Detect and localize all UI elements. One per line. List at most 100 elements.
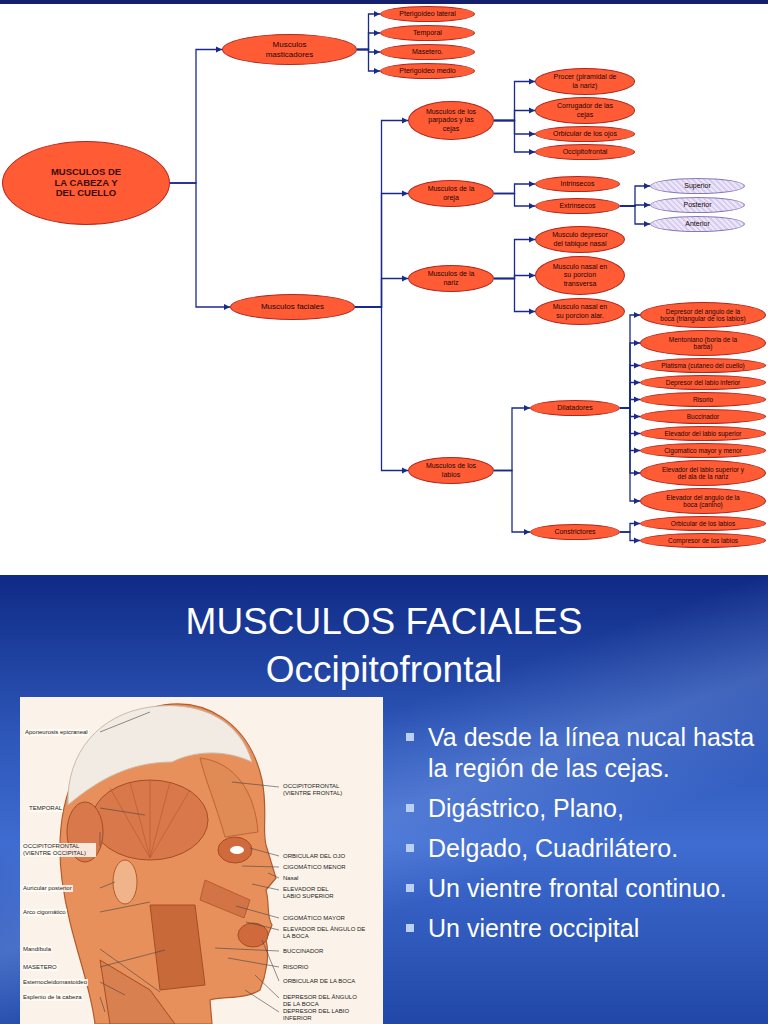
anatomy-label: Auricular posterior bbox=[22, 885, 73, 892]
tree-connector bbox=[355, 194, 408, 308]
tree-connector bbox=[620, 186, 650, 206]
branch-ellipse: Mentoniano (borla de la barba) bbox=[640, 330, 766, 356]
branch-ellipse: Depresor del labio inferior bbox=[640, 375, 766, 390]
temporal-muscle bbox=[92, 780, 208, 860]
branch-ellipse: Corrugador de las cejas bbox=[535, 97, 635, 124]
anatomy-label: DEPRESOR DEL LABIO INFERIOR bbox=[283, 1008, 363, 1022]
anatomy-label: CIGOMÁTICO MENOR bbox=[283, 864, 346, 871]
tree-connector bbox=[494, 194, 535, 207]
node-label: Dilatadores bbox=[557, 404, 592, 412]
node-label: Risorio bbox=[693, 396, 713, 403]
branch-ellipse: Musculos de los labios bbox=[408, 457, 494, 484]
node-label: Cigomatico mayor y menor bbox=[664, 447, 742, 454]
slide-subtitle: Occipitofrontal bbox=[0, 646, 768, 694]
tree-connector bbox=[620, 343, 640, 408]
neck-muscles bbox=[100, 960, 175, 1024]
tree-connector bbox=[355, 307, 408, 471]
branch-ellipse: Occipitofrontal bbox=[535, 144, 635, 160]
leader-lines bbox=[100, 712, 279, 1012]
eye bbox=[230, 846, 244, 854]
branch-ellipse: Orbicular de los ojos bbox=[535, 126, 635, 142]
branch-ellipse: Constrictores bbox=[530, 524, 620, 540]
tree-connector bbox=[620, 408, 640, 501]
anatomy-label: Nasal bbox=[283, 875, 298, 882]
anatomy-label: Esternocleidomastoideo bbox=[22, 979, 88, 986]
branch-ellipse: Orbicular de los labios bbox=[640, 516, 766, 531]
node-label: Occipitofrontal bbox=[563, 148, 608, 156]
node-label: Masetero. bbox=[412, 48, 443, 56]
anatomy-label: CIGOMÁTICO MAYOR bbox=[283, 915, 345, 922]
branch-ellipse: Temporal bbox=[380, 25, 475, 41]
anatomy-label: DEPRESOR DEL ÁNGULO DE LA BOCA bbox=[283, 994, 363, 1008]
anatomy-label: Esplenio de la cabeza bbox=[22, 994, 83, 1001]
top-bar bbox=[0, 0, 768, 4]
anatomy-label: ORBICULAR DEL OJO bbox=[283, 853, 345, 860]
anatomy-label: Arco cigomático bbox=[22, 909, 67, 916]
anatomy-label: OCCIPITOFRONTAL (VIENTRE FRONTAL) bbox=[283, 783, 358, 797]
tree-connector bbox=[494, 82, 535, 121]
tree-connector bbox=[357, 33, 380, 50]
anatomy-label: TEMPORAL bbox=[28, 805, 63, 812]
branch-ellipse: Superior bbox=[650, 178, 745, 194]
branch-ellipse: Musculos faciales bbox=[230, 294, 355, 320]
tree-connector bbox=[494, 111, 535, 121]
ear bbox=[113, 860, 137, 904]
branch-ellipse: Intrinsecos bbox=[535, 176, 620, 192]
node-label: Temporal bbox=[413, 29, 442, 37]
node-label: Musculos faciales bbox=[261, 302, 324, 311]
node-label: Musculo depresor del tabique nasal bbox=[550, 231, 611, 247]
node-label: Musculos masticadores bbox=[250, 40, 330, 58]
tree-connector bbox=[620, 532, 640, 541]
node-label: Corrugador de las cejas bbox=[551, 102, 619, 118]
branch-ellipse: Platisma (cutaneo del cuello) bbox=[640, 358, 766, 373]
node-label: Posterior bbox=[683, 201, 711, 209]
bullet-point: Digástrico, Plano, bbox=[404, 793, 760, 824]
tree-connector bbox=[355, 279, 408, 308]
branch-ellipse: Procer (piramidal de la nariz) bbox=[535, 68, 635, 95]
anatomy-label: Aponeurosis epicraneal bbox=[24, 729, 89, 736]
node-label: Anterior bbox=[685, 220, 710, 228]
muscle-fibres bbox=[110, 780, 190, 858]
tree-connector bbox=[494, 471, 530, 533]
tree-connector bbox=[494, 240, 535, 279]
node-label: Elevador del labio superior y del ala de… bbox=[660, 466, 746, 481]
tree-connector bbox=[620, 315, 640, 408]
anatomy-label: ELEVADOR DEL ÁNGULO DE LA BOCA bbox=[283, 926, 371, 940]
node-label: Platisma (cutaneo del cuello) bbox=[661, 362, 744, 369]
tree-connector bbox=[620, 206, 650, 224]
tree-connector bbox=[170, 183, 230, 307]
branch-ellipse: Extrinsecos bbox=[535, 198, 620, 214]
tree-connector bbox=[494, 408, 530, 471]
node-label: Depresor del angulo de la boca (triangul… bbox=[660, 308, 746, 323]
node-label: Constrictores bbox=[554, 528, 595, 536]
node-label: Musculos de los labios bbox=[422, 462, 480, 478]
bullet-point: Un vientre occipital bbox=[404, 913, 760, 944]
bullet-point: Va desde la línea nucal hasta la región … bbox=[404, 722, 760, 784]
node-label: Musculos de la nariz bbox=[422, 270, 480, 286]
tree-connector bbox=[355, 121, 408, 308]
branch-ellipse: Pterigoideo lateral bbox=[380, 6, 475, 22]
node-label: Musculo nasal en su porcion alar. bbox=[550, 303, 611, 319]
root-ellipse: MUSCULOS DE LA CABEZA Y DEL CUELLO bbox=[2, 141, 170, 225]
node-label: Pterigoideo medio bbox=[399, 67, 455, 75]
tree-connector bbox=[620, 400, 640, 409]
tree-connector bbox=[620, 366, 640, 409]
branch-ellipse: Elevador del angulo de la boca (canino) bbox=[640, 488, 766, 514]
illustration-panel bbox=[20, 697, 383, 1024]
node-label: Intrinsecos bbox=[561, 180, 595, 188]
node-label: Mentoniano (borla de la barba) bbox=[660, 336, 746, 351]
bullet-point: Delgado, Cuadrilátero. bbox=[404, 833, 760, 864]
frontal-belly bbox=[200, 758, 258, 837]
branch-ellipse: Depresor del angulo de la boca (triangul… bbox=[640, 302, 766, 328]
zygomaticus bbox=[200, 880, 250, 918]
branch-ellipse: Elevador del labio superior y del ala de… bbox=[640, 460, 766, 486]
node-label: Elevador del labio superior bbox=[665, 430, 742, 437]
node-label: Musculos de la oreja bbox=[422, 185, 480, 201]
node-label: Depresor del labio inferior bbox=[666, 379, 740, 386]
branch-ellipse: Compresor de los labios bbox=[640, 533, 766, 548]
anatomy-label: ORBICULAR DE LA BOCA bbox=[283, 978, 355, 985]
tree-connector bbox=[357, 14, 380, 50]
node-label: Extrinsecos bbox=[559, 202, 595, 210]
bullet-point: Un vientre frontal continuo. bbox=[404, 873, 760, 904]
